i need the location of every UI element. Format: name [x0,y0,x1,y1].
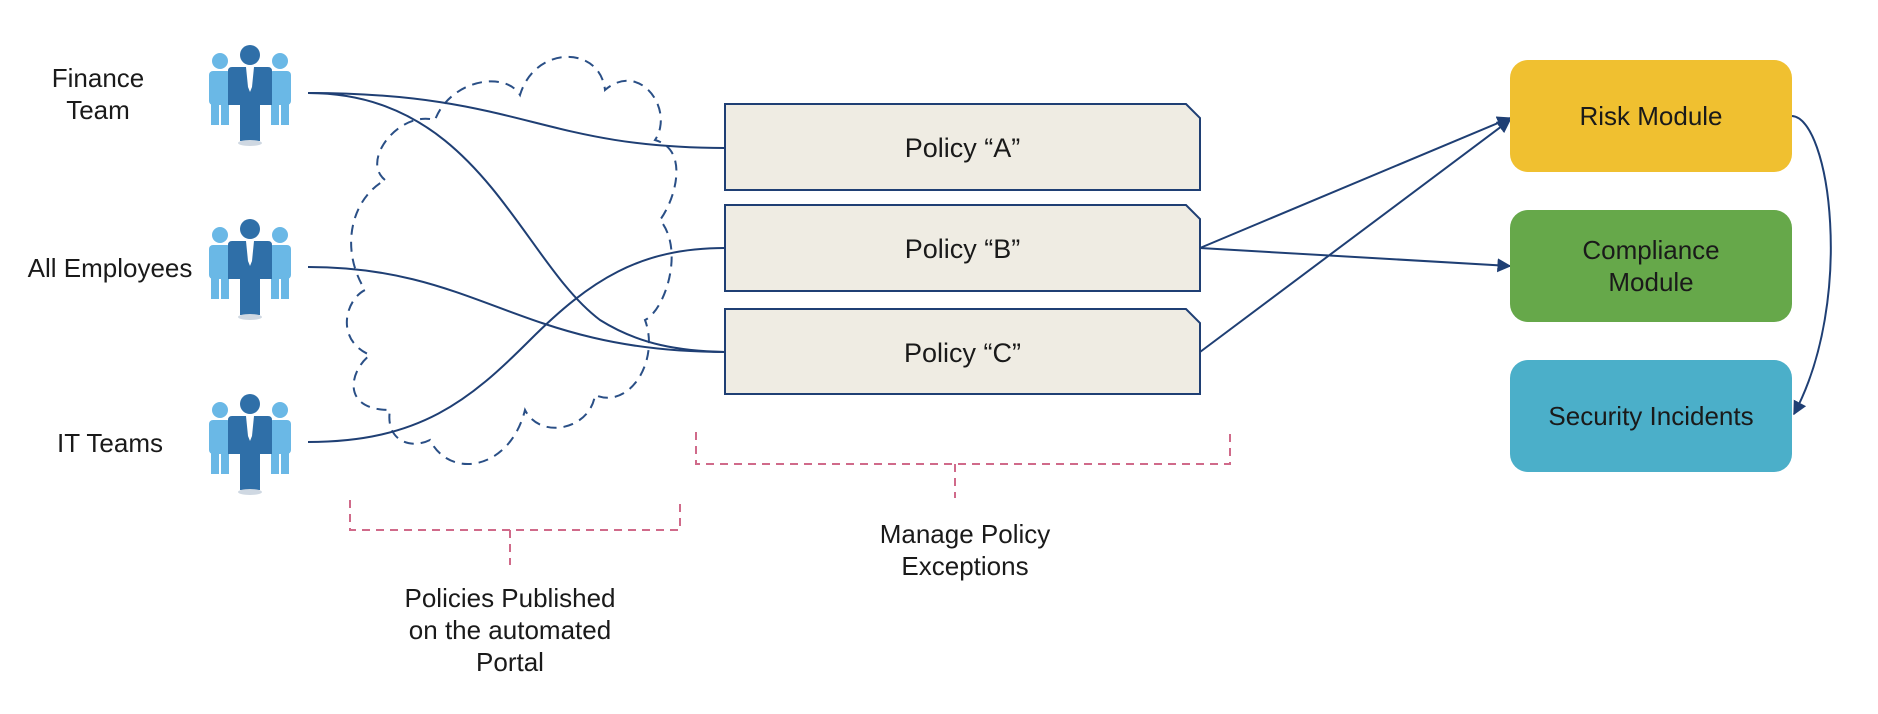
exceptions-annotation: Manage Policy Exceptions [879,519,1051,581]
group-label-all-employees: All Employees [27,253,193,283]
risk-module-label: Risk Module [1579,101,1723,131]
policy-c-box [724,308,1201,395]
compliance-module-box [1510,210,1792,322]
arrow-policy-c-risk [1199,119,1512,353]
exceptions-bracket [695,432,1231,498]
security-incidents-label: Security Incidents [1548,401,1754,431]
group-label-finance: Finance Team [51,63,145,125]
people-group-icon [209,394,291,495]
people-group-icon [209,219,291,320]
risk-module-box [1510,60,1792,172]
policy-a-label: Policy “A” [904,133,1021,163]
policy-c-label: Policy “C” [903,338,1021,368]
arrow-policy-b-compliance [1199,247,1512,273]
portal-annotation: Policies Published on the automated Port… [404,583,616,677]
policy-b-box [724,204,1201,292]
security-incidents-box [1510,360,1792,472]
group-label-it-teams: IT Teams [57,428,163,458]
people-group-icon [209,45,291,146]
portal-cloud [345,55,678,465]
link-itteams-policy-b [307,247,726,443]
arrow-risk-security [1791,115,1832,416]
policy-a-box [724,103,1201,191]
link-allemployees-policy-c [307,266,726,353]
link-finance-policy-c [307,92,726,353]
portal-bracket [349,498,681,565]
arrow-policy-b-risk [1199,116,1512,249]
policy-b-label: Policy “B” [904,234,1021,264]
compliance-module-label: Compliance Module [1582,235,1720,297]
link-finance-policy-a [307,92,726,149]
